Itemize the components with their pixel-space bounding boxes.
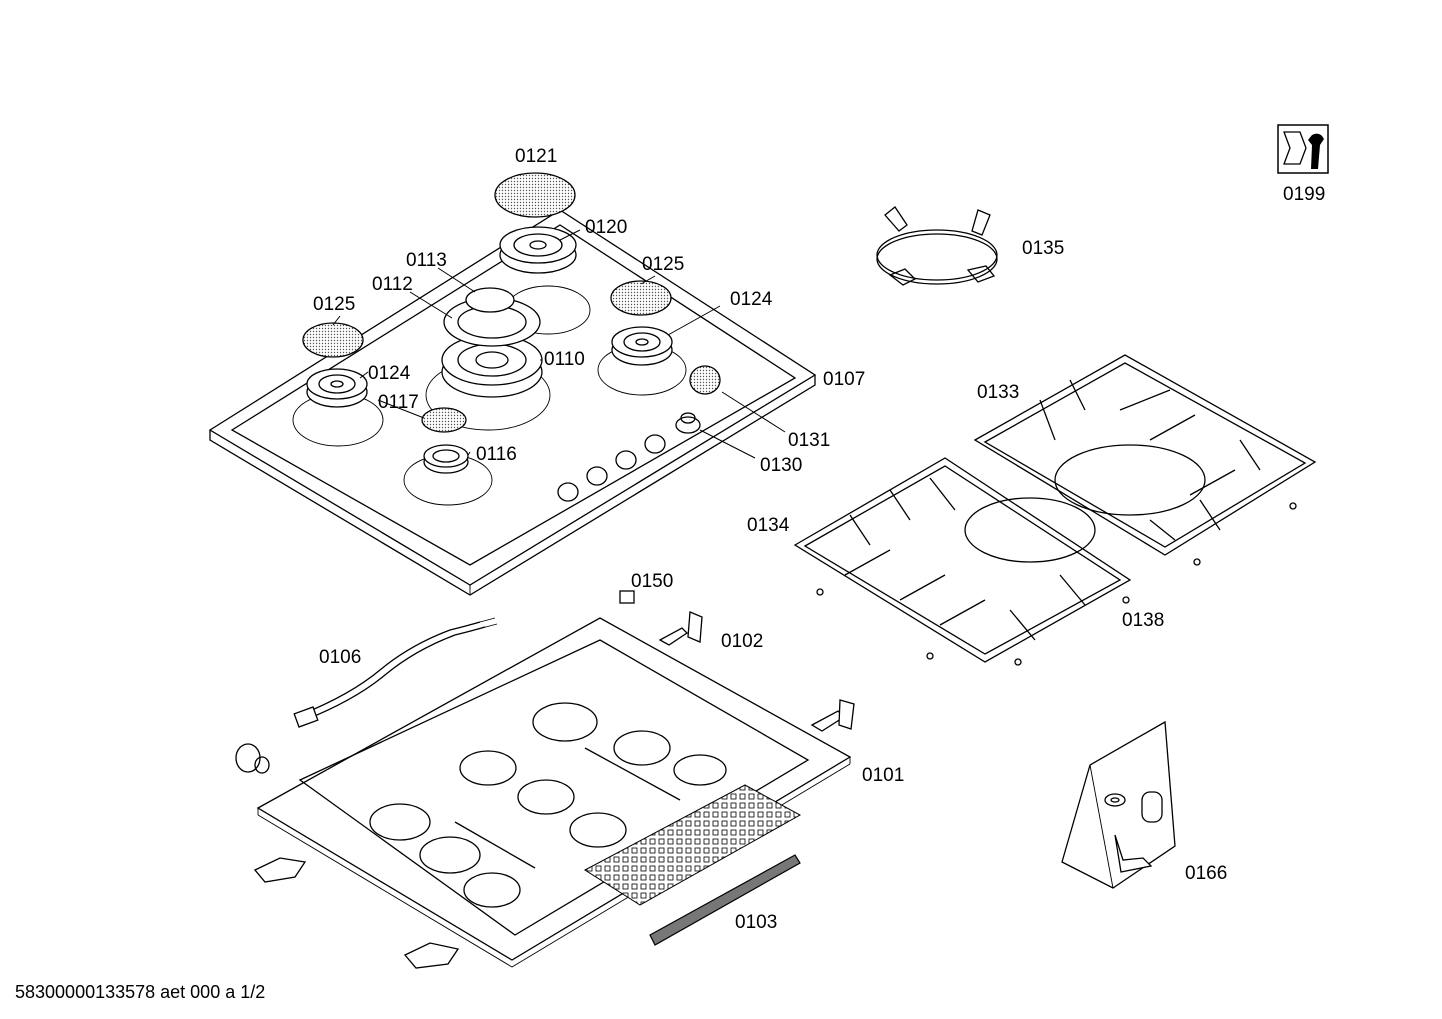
label-0130: 0130: [760, 455, 802, 476]
power-cable-0106: [293, 617, 498, 728]
center-cap-0113: [465, 287, 515, 313]
label-0121: 0121: [515, 146, 557, 167]
label-0106: 0106: [319, 647, 361, 668]
parts-bag-0166: [1061, 720, 1176, 889]
label-0116: 0116: [476, 444, 517, 465]
spindle-0130: [675, 412, 701, 434]
callout-labels: 0121 0120 0113 0112 0125 0125 0124 0124 …: [313, 146, 1325, 933]
label-0135: 0135: [1022, 238, 1064, 259]
label-0110: 0110: [544, 349, 585, 370]
label-0103: 0103: [735, 912, 777, 933]
label-0112: 0112: [372, 274, 413, 295]
wrench-icon: [1277, 124, 1329, 174]
burner-0124-left: [306, 368, 368, 408]
burner-cap-0125-right: [610, 280, 672, 316]
label-0101: 0101: [862, 765, 904, 786]
document-id-footer: 58300000133578 aet 000 a 1/2: [15, 982, 265, 1002]
burner-cap-0125-left: [302, 322, 364, 358]
wok-ring-0135: [876, 206, 998, 286]
burner-cap-0121: [494, 172, 576, 218]
wok-burner-0110: [441, 334, 543, 398]
pan-support-0133: [973, 354, 1317, 556]
seal-strip-0103: [649, 854, 801, 946]
clip-bottom: [253, 857, 460, 969]
leaders-top: [332, 229, 786, 459]
label-0102: 0102: [721, 631, 763, 652]
label-0138: 0138: [1122, 610, 1164, 631]
burner-cap-0117: [421, 407, 467, 433]
gas-inlet: [235, 743, 270, 774]
label-0124-left: 0124: [368, 363, 411, 384]
rubber-feet-0138: [816, 502, 1297, 666]
label-0133: 0133: [977, 382, 1019, 403]
label-0124-right: 0124: [730, 289, 773, 310]
label-0131: 0131: [788, 430, 830, 451]
label-0120: 0120: [585, 217, 627, 238]
clip-0102: [658, 611, 855, 732]
base-tray-0101: [256, 617, 852, 968]
label-0107: 0107: [823, 369, 865, 390]
connector-0150: [619, 590, 635, 604]
label-0117: 0117: [378, 392, 419, 413]
label-0150: 0150: [631, 571, 673, 592]
burner-0120: [499, 226, 577, 274]
label-0125-right: 0125: [642, 254, 684, 275]
label-0113: 0113: [406, 250, 447, 271]
label-0125-left: 0125: [313, 294, 355, 315]
label-0134: 0134: [747, 515, 790, 536]
knob-0131: [689, 365, 721, 395]
burner-0116: [423, 444, 469, 474]
pan-support-0134: [793, 457, 1132, 663]
label-0166: 0166: [1185, 863, 1227, 884]
burner-0124-right: [611, 326, 673, 366]
label-0199: 0199: [1283, 184, 1325, 205]
